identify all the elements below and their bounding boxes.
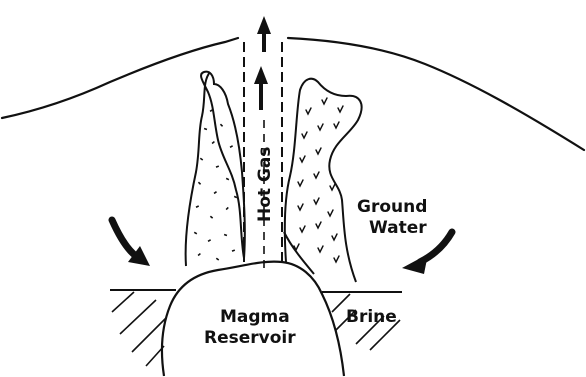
gas-flow-arrow-middle: [254, 66, 268, 110]
magma-reservoir-label-line2: Reservoir: [204, 328, 296, 348]
brine-label: Brine: [346, 307, 397, 327]
magma-reservoir-label-line1: Magma: [220, 307, 290, 327]
ground-water-label-line2: Water: [369, 218, 427, 238]
ground-water-label-line1: Ground: [357, 197, 427, 217]
hot-gas-label: Hot Gas: [255, 147, 275, 223]
ground-water-arrow-left: [112, 220, 150, 266]
bedrock-hatching-left: [112, 292, 166, 366]
fractured-rock-zone-outline: [186, 72, 210, 266]
ground-water-arrow-right: [402, 232, 452, 274]
gas-flow-arrow-top: [257, 16, 271, 52]
fractured-rock-zone-left: [201, 72, 245, 258]
fracture-ticks-right: [294, 98, 343, 262]
